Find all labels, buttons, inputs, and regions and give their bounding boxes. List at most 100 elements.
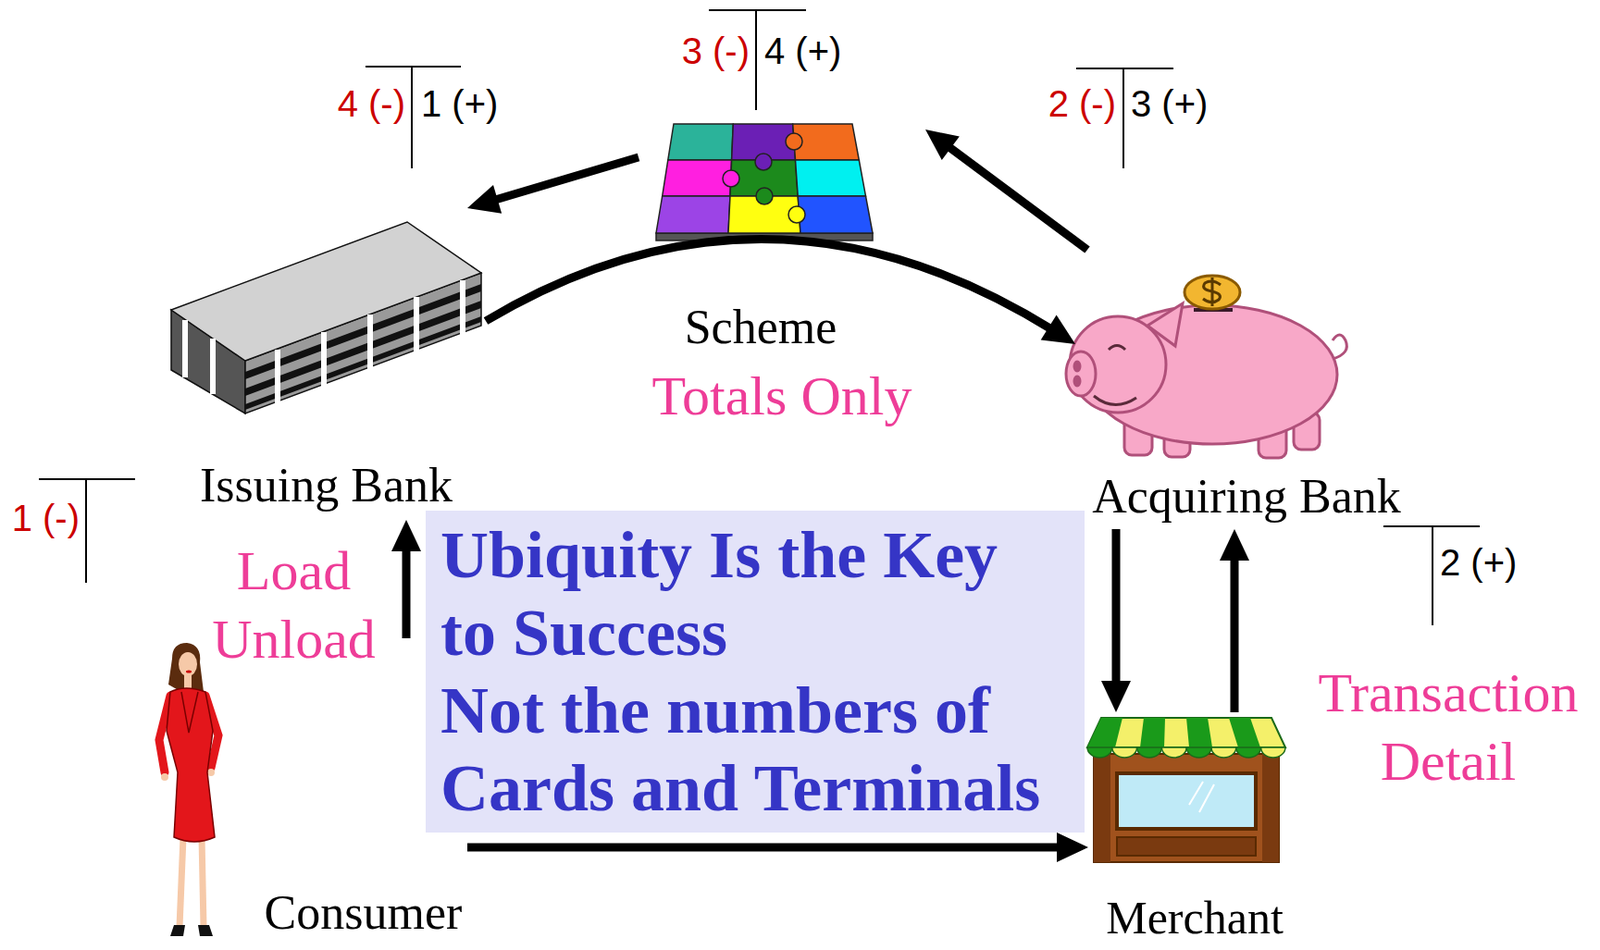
hair	[168, 643, 204, 695]
awning-stripe	[1186, 718, 1213, 748]
flow-arrow	[467, 832, 1089, 863]
callout-number: 3 (+)	[1130, 82, 1208, 125]
arrowhead	[1056, 832, 1089, 863]
awning	[1087, 718, 1286, 748]
t-account-entry: 2 (+)	[1439, 541, 1517, 584]
node-label: Acquiring Bank	[1075, 470, 1418, 524]
puzzle-tab	[756, 187, 773, 205]
scallop	[1261, 747, 1286, 758]
dress	[166, 688, 215, 843]
callout-number: 2 (+)	[1439, 541, 1517, 584]
puzzle-piece	[662, 160, 732, 197]
scallop	[1087, 747, 1113, 758]
scallop	[1137, 747, 1163, 758]
awning-stripe	[1140, 718, 1166, 748]
connector-line	[492, 157, 639, 201]
connector-line	[467, 843, 1063, 853]
coin-symbol	[1203, 277, 1221, 307]
pillar	[367, 314, 373, 372]
scallop	[1236, 747, 1262, 758]
pillars	[185, 280, 463, 406]
pillar	[182, 320, 188, 378]
t-account-entry: 4 (+)	[764, 29, 842, 73]
lips	[186, 670, 192, 674]
pillar	[321, 332, 327, 389]
puzzle-piece	[795, 160, 867, 197]
puzzle-tab	[722, 170, 740, 187]
shop-window	[1116, 773, 1256, 830]
leg	[201, 837, 204, 928]
edge-label-holder: Transaction Detail	[1304, 658, 1592, 796]
node-sublabel: Totals Only	[638, 364, 926, 428]
puzzle-piece	[668, 124, 734, 161]
pig-smile	[1093, 396, 1137, 406]
edge-label: Load Unload	[198, 536, 389, 674]
node-label: Consumer	[259, 886, 468, 941]
flow-arrow	[1219, 529, 1250, 713]
building-icon	[171, 222, 482, 414]
flow-arrow	[1101, 529, 1131, 713]
arrowhead	[467, 185, 502, 214]
connector-line	[1230, 555, 1240, 713]
edge-label: Transaction Detail	[1304, 658, 1592, 796]
coin	[1184, 275, 1241, 310]
scallop	[1211, 747, 1237, 758]
pig-tail	[1332, 334, 1347, 360]
lapel	[181, 692, 199, 733]
pillar	[210, 338, 216, 395]
t-account-entry: 2 (-)	[1048, 82, 1117, 125]
pillar	[459, 280, 466, 336]
shop-pillar	[1093, 754, 1111, 863]
arrowhead	[391, 520, 422, 552]
face	[178, 652, 198, 677]
t-account-entry: 3 (-)	[682, 29, 750, 73]
t-account-entry: 4 (-)	[337, 82, 406, 125]
node-label: Merchant	[1088, 893, 1302, 943]
hand	[161, 773, 169, 782]
message-box: Ubiquity Is the Key to SuccessNot the nu…	[425, 510, 1085, 833]
shoe	[198, 925, 213, 937]
puzzle-piece	[797, 196, 873, 234]
callout-number: 2 (-)	[1048, 82, 1117, 125]
shop-pillar	[1262, 754, 1279, 863]
callout-number: 3 (-)	[682, 29, 750, 73]
arrowhead	[1101, 681, 1131, 713]
acquiring-bank-node: Acquiring Bank	[1075, 249, 1418, 530]
shop-front	[1093, 754, 1279, 863]
pig-ear	[1147, 303, 1183, 347]
flow-arrow	[467, 157, 639, 214]
t-account-entry: 3 (+)	[1130, 82, 1208, 125]
consumer-figure	[159, 643, 219, 937]
awning-stripe	[1228, 718, 1261, 748]
node-label: Issuing Bank	[166, 458, 486, 513]
consumer-node: Consumer	[148, 638, 468, 943]
hand	[207, 768, 215, 777]
arrowhead	[1041, 314, 1076, 345]
callout-number: 4 (+)	[764, 29, 842, 73]
node-label: Scheme	[638, 300, 926, 355]
merchant-node: Merchant	[1088, 712, 1302, 943]
edge-label-holder: Load Unload	[198, 536, 389, 674]
t-account-entry: 1 (-)	[12, 496, 80, 540]
arrowhead	[1219, 529, 1250, 561]
puzzle-tab	[755, 153, 772, 171]
window-glare	[1189, 781, 1215, 813]
scallop	[1112, 747, 1138, 758]
shop-icon	[1087, 718, 1286, 863]
scallop	[1186, 747, 1212, 758]
pillar	[274, 349, 281, 406]
t-account-entry: 1 (+)	[421, 82, 498, 125]
leg	[179, 837, 184, 928]
awning-stripe	[1087, 718, 1123, 748]
scallop	[1161, 747, 1187, 758]
connector-line	[1112, 529, 1121, 687]
puzzle-tab	[788, 206, 806, 224]
awning-scallops	[1087, 747, 1286, 758]
arrowhead	[925, 129, 960, 161]
pig-nostril	[1074, 376, 1080, 386]
flow-arrow	[391, 520, 422, 639]
pig-nostril	[1074, 361, 1080, 372]
puzzle-tab	[785, 133, 803, 150]
connector-line	[402, 545, 411, 639]
